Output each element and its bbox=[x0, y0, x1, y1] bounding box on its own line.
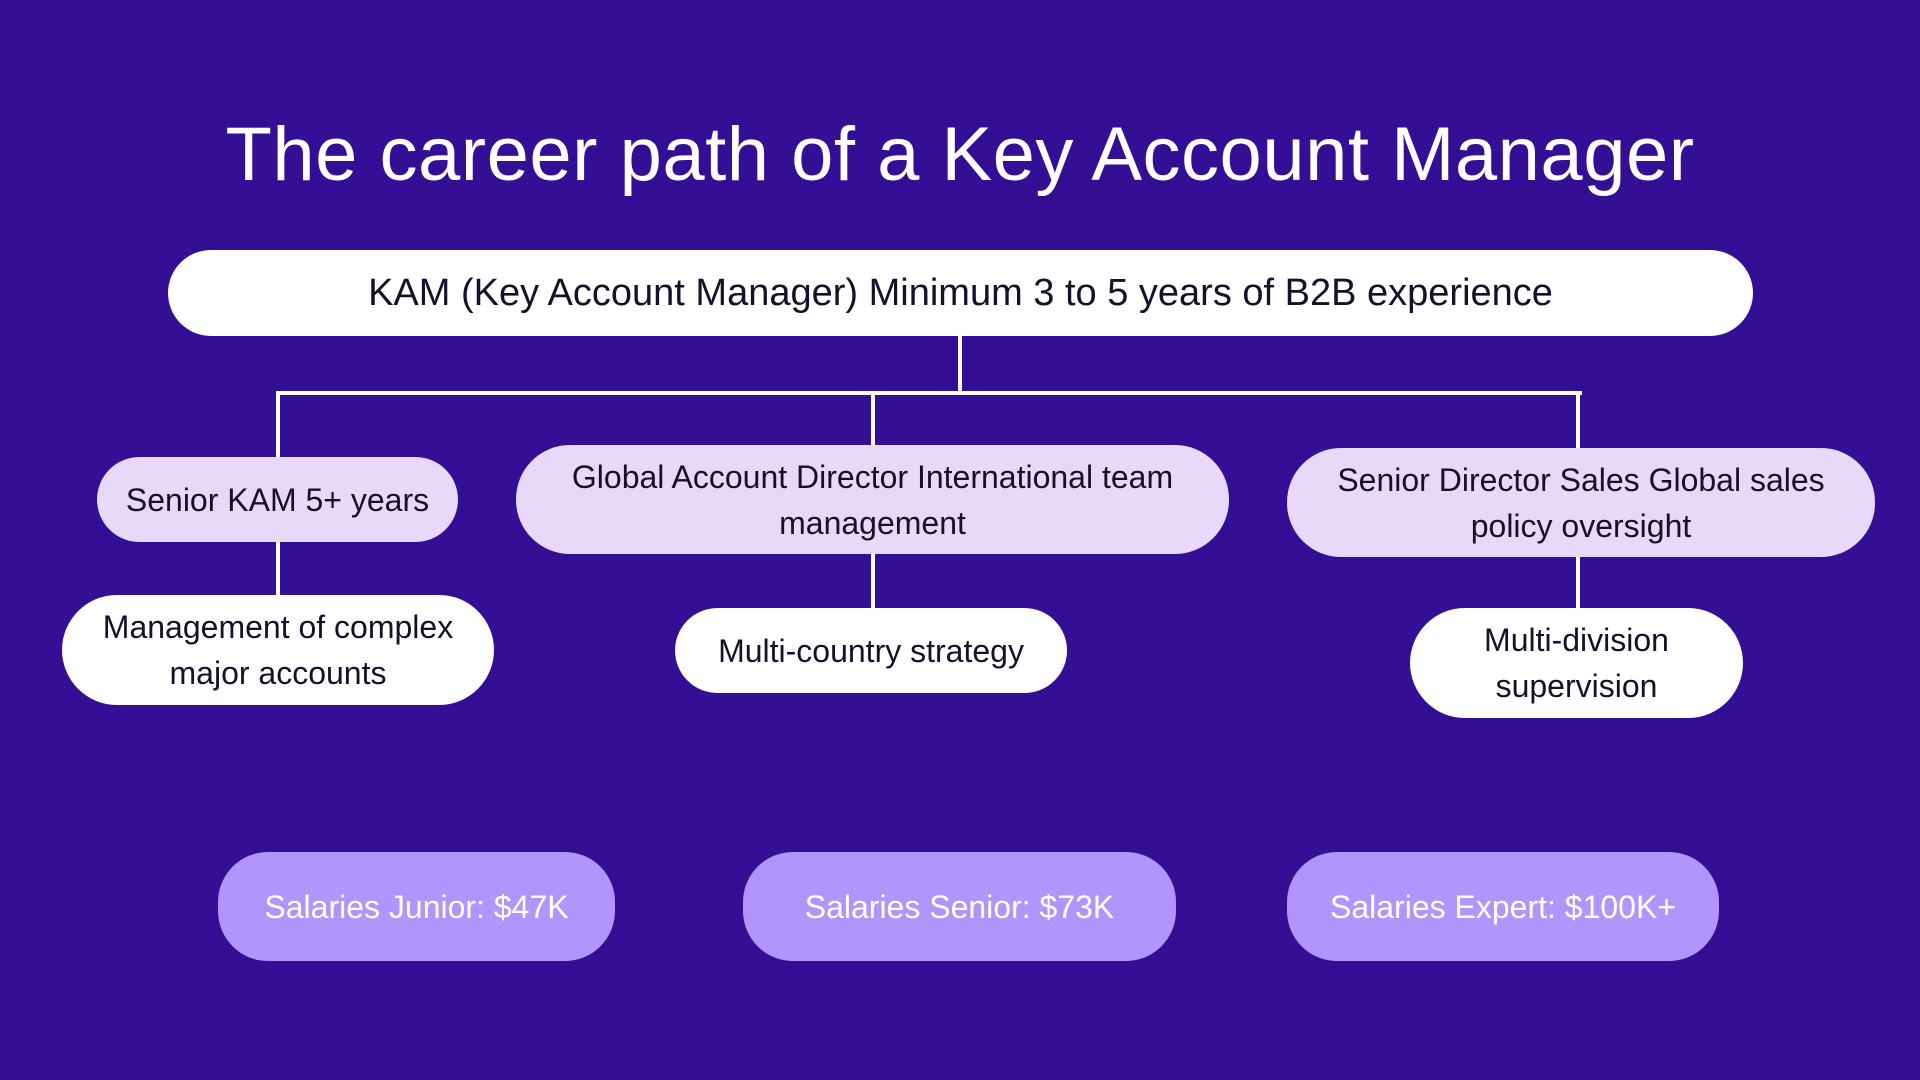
detail-node-multi-division: Multi-division supervision bbox=[1410, 608, 1743, 718]
connector-branch-1 bbox=[276, 391, 280, 457]
connector-detail-1 bbox=[276, 542, 280, 595]
detail-node-multi-country: Multi-country strategy bbox=[675, 608, 1067, 693]
detail-label: Multi-country strategy bbox=[718, 632, 1024, 669]
role-label: Senior Director Sales Global sales polic… bbox=[1337, 461, 1825, 544]
role-label: Global Account Director International te… bbox=[571, 458, 1174, 541]
root-node: KAM (Key Account Manager) Minimum 3 to 5… bbox=[168, 250, 1753, 336]
connector-root-down bbox=[958, 336, 962, 394]
root-node-label: KAM (Key Account Manager) Minimum 3 to 5… bbox=[368, 272, 1553, 314]
connector-horizontal bbox=[276, 391, 1582, 395]
salary-senior: Salaries Senior: $73K bbox=[743, 852, 1176, 961]
detail-node-complex-accounts: Management of complex major accounts bbox=[62, 595, 494, 705]
salary-label: Salaries Expert: $100K+ bbox=[1330, 888, 1676, 925]
connector-detail-2 bbox=[871, 554, 875, 608]
connector-detail-3 bbox=[1576, 557, 1580, 608]
role-node-senior-director-sales: Senior Director Sales Global sales polic… bbox=[1287, 448, 1875, 557]
salary-junior: Salaries Junior: $47K bbox=[218, 852, 615, 961]
page-title: The career path of a Key Account Manager bbox=[225, 112, 1695, 197]
salary-label: Salaries Junior: $47K bbox=[264, 888, 569, 925]
connector-branch-3 bbox=[1576, 391, 1580, 448]
connector-branch-2 bbox=[871, 391, 875, 445]
detail-label: Management of complex major accounts bbox=[102, 609, 454, 691]
salary-label: Salaries Senior: $73K bbox=[804, 888, 1115, 925]
role-label: Senior KAM 5+ years bbox=[125, 481, 430, 518]
salary-expert: Salaries Expert: $100K+ bbox=[1287, 852, 1719, 961]
role-node-senior-kam: Senior KAM 5+ years bbox=[97, 457, 458, 542]
detail-label: Multi-division supervision bbox=[1484, 622, 1669, 704]
role-node-global-account-director: Global Account Director International te… bbox=[516, 445, 1229, 554]
